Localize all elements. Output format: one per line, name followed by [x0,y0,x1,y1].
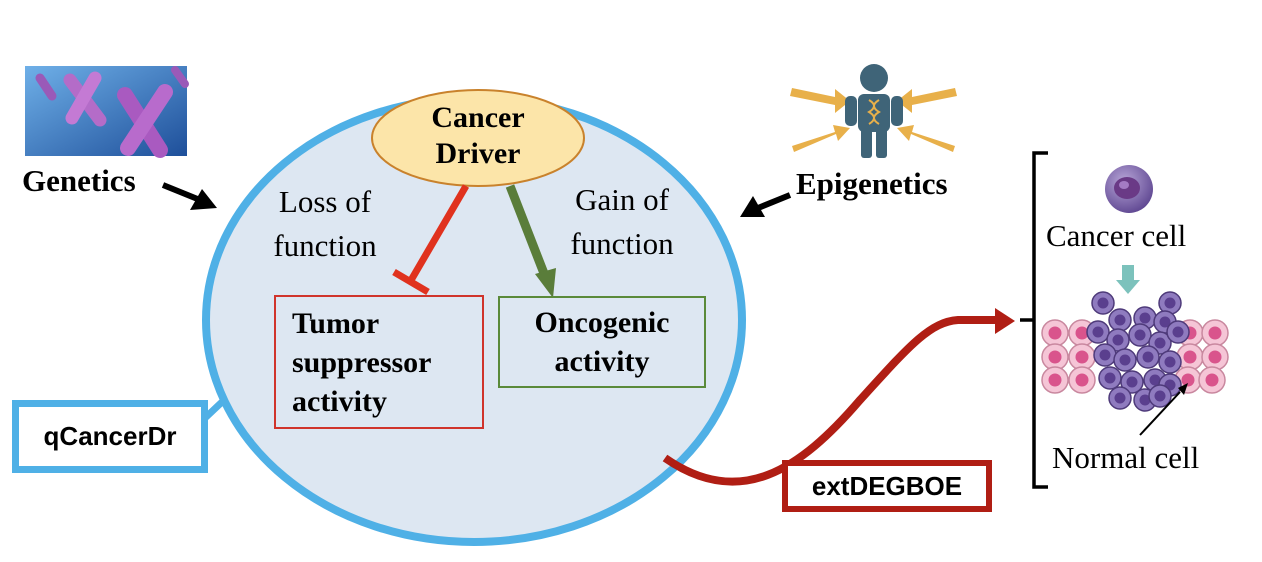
normal-cell-pointer [1139,383,1188,436]
tumor-cluster-image [1041,291,1229,412]
cell-nucleus [1048,350,1062,364]
gain-of-function-line-2: function [570,226,674,262]
cell-nucleus [1149,374,1161,386]
cancer-cell-icon [1105,165,1153,213]
extdegboe-connector [662,316,1000,486]
gain-of-function-line-1: Gain of [575,182,669,217]
cell-nucleus [1172,326,1184,338]
cell-nucleus [1048,373,1062,387]
cancer-to-tumor-arrow [1116,265,1140,294]
cell-bracket [1020,151,1048,489]
epigenetics-arrow [740,192,792,217]
cell-nucleus [1139,312,1151,324]
loss-of-function-line-2: function [273,228,377,264]
cell-nucleus [1208,326,1222,340]
normal-cell-label: Normal cell [1052,440,1200,475]
cell-nucleus [1154,337,1166,349]
oncogenic-line-2: activity [554,345,650,378]
tumor-suppressor-line-3: activity [292,384,387,418]
epigenetics-label: Epigenetics [796,166,948,201]
tumor-suppressor-line-1: Tumor [292,306,380,340]
oncogenic-line-1: Oncogenic [534,306,670,339]
cancer-driver-label: Cancer Driver [398,100,558,172]
cell-nucleus [1164,356,1176,368]
cell-nucleus [1075,373,1089,387]
extdegboe-arrowhead [995,308,1015,334]
cell-nucleus [1154,390,1166,402]
tumor-suppressor-line-2: suppressor [292,345,432,379]
cell-nucleus [1126,376,1138,388]
chromosome-image [25,66,189,158]
cancer-driver-line-1: Cancer [431,101,525,134]
cell-nucleus [1164,297,1176,309]
cell-nucleus [1048,326,1062,340]
genetics-arrow [161,182,217,210]
cancer-cell-label: Cancer cell [1046,218,1187,253]
oncogenic-box: Oncogenic activity [498,296,706,388]
cell-nucleus [1075,350,1089,364]
cell-nucleus [1134,329,1146,341]
cell-nucleus [1159,316,1171,328]
gain-of-function-label: Gain of function [552,178,692,266]
cell-nucleus [1114,392,1126,404]
cell-nucleus [1142,351,1154,363]
cell-nucleus [1097,297,1109,309]
tumor-suppressor-box: Tumor suppressor activity [274,295,484,429]
loss-of-function-line-1: Loss of [278,184,372,219]
cell-nucleus [1119,354,1131,366]
cancer-driver-node [371,89,585,187]
cell-nucleus [1181,373,1195,387]
cell-nucleus [1139,394,1151,406]
cancer-driver-line-2: Driver [435,137,521,170]
cell-nucleus [1075,326,1089,340]
cell-nucleus [1183,350,1197,364]
person-epigenetics-icon [790,64,957,158]
activation-edge [505,184,556,298]
cell-nucleus [1205,373,1219,387]
cell-nucleus [1104,372,1116,384]
qcancerdr-tag: qCancerDr [12,400,208,473]
cell-nucleus [1114,314,1126,326]
cell-nucleus [1099,349,1111,361]
cell-nucleus [1112,334,1124,346]
genetics-label: Genetics [22,163,136,198]
extdegboe-tag: extDEGBOE [782,460,992,512]
cell-nucleus [1092,326,1104,338]
cell-nucleus [1208,350,1222,364]
inhibition-edge [392,184,470,296]
loss-of-function-label: Loss of function [255,180,395,268]
